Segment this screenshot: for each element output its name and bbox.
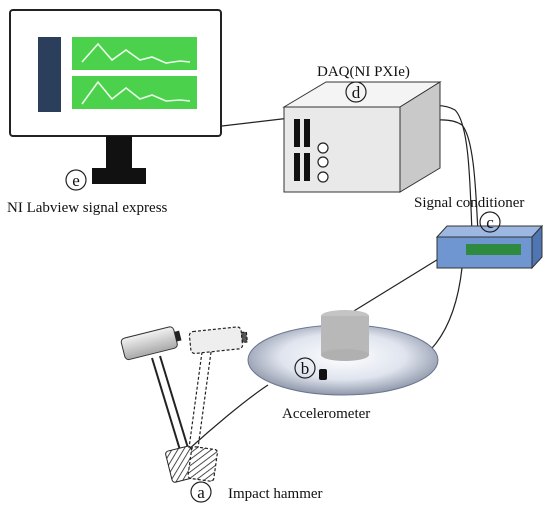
svg-text:a: a (197, 483, 205, 502)
daq-slot-1 (294, 119, 300, 147)
accelerometer-sensor (319, 369, 327, 380)
daq-slot-2 (304, 119, 310, 147)
monitor-icon (9, 9, 222, 184)
plate-icon (247, 310, 439, 396)
label-computer: NI Labview signal express (7, 200, 168, 216)
daq-front-face (283, 106, 401, 193)
label-conditioner: Signal conditioner (414, 195, 524, 211)
marker-e: e (65, 169, 87, 191)
plot-trace-top (81, 42, 191, 64)
monitor-base (92, 168, 146, 184)
svg-text:b: b (301, 359, 310, 378)
daq-port-2 (317, 156, 329, 168)
marker-b: b (294, 357, 316, 379)
hammer-dashed (187, 326, 249, 482)
daq-slot-4 (304, 153, 310, 181)
daq-chassis-icon (282, 81, 442, 193)
label-daq: DAQ(NI PXIe) (317, 64, 410, 80)
daq-port-3 (317, 171, 329, 183)
svg-text:e: e (72, 171, 80, 190)
marker-c: c (479, 211, 501, 233)
cable-hammer (187, 384, 269, 451)
signal-conditioner-icon (435, 224, 544, 270)
hammer-icon (120, 326, 249, 483)
monitor-plot-bottom (72, 76, 197, 109)
marker-a: a (190, 481, 212, 503)
label-accelerometer: Accelerometer (282, 406, 370, 422)
marker-d: d (345, 81, 367, 103)
conditioner-display (466, 244, 521, 255)
monitor-sidebar (38, 37, 61, 112)
monitor-neck (106, 136, 132, 170)
sensor-block-body (321, 316, 369, 355)
svg-text:c: c (486, 213, 494, 232)
sensor-block-bottom (321, 349, 369, 361)
plot-trace-bottom (81, 80, 191, 105)
daq-slot-3 (294, 153, 300, 181)
label-hammer: Impact hammer (228, 486, 323, 502)
cable-monitor-daq (221, 117, 291, 127)
svg-text:d: d (352, 83, 361, 102)
monitor-plot-top (72, 37, 197, 70)
daq-port-1 (317, 142, 329, 154)
hammer-solid (120, 326, 198, 483)
